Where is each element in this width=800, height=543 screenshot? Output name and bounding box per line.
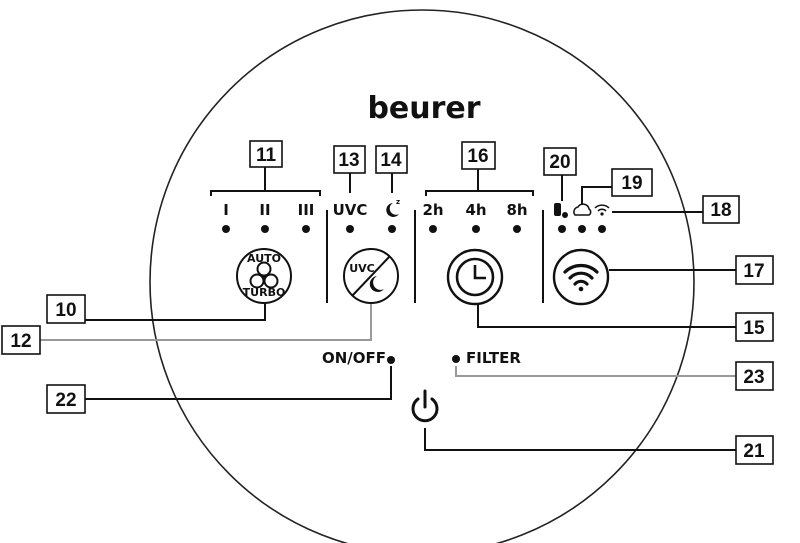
timer-label-2h: 2h xyxy=(422,201,443,219)
wifi-button[interactable] xyxy=(552,248,610,306)
uvc-divider-line xyxy=(351,255,391,297)
fan-speed-label-1: I xyxy=(223,201,229,219)
callout-17: 17 xyxy=(735,255,774,285)
on-off-label: ON/OFF xyxy=(322,349,386,367)
timer-button[interactable] xyxy=(446,248,504,306)
wifi-status-icon xyxy=(594,204,610,216)
fan-speed-1-led xyxy=(222,225,230,233)
timer-label-8h: 8h xyxy=(506,201,527,219)
power-icon xyxy=(411,397,439,423)
leader-15 xyxy=(477,305,736,328)
svg-text:15: 15 xyxy=(743,318,765,339)
callout-18: 18 xyxy=(702,195,740,224)
timer-bracket xyxy=(425,190,534,196)
fan-speed-label-3: III xyxy=(298,201,315,219)
fan-speed-3-led xyxy=(302,225,310,233)
app-led xyxy=(558,225,566,233)
indicator-dots xyxy=(222,225,606,233)
callout-10: 10 xyxy=(46,294,86,324)
brand-logo: beurer xyxy=(367,91,480,126)
uvc-night-button[interactable]: UVC xyxy=(343,248,399,304)
svg-text:13: 13 xyxy=(338,150,359,171)
leader-22 xyxy=(85,366,392,400)
fan-speed-button[interactable]: AUTO TURBO xyxy=(236,248,292,304)
leader-21 xyxy=(424,428,736,451)
callout-23: 23 xyxy=(735,361,774,391)
fan-icon xyxy=(249,261,279,289)
timer-label-4h: 4h xyxy=(465,201,486,219)
fan-speed-label-2: II xyxy=(259,201,270,219)
svg-text:19: 19 xyxy=(621,173,642,194)
callout-12: 12 xyxy=(1,325,41,355)
svg-text:14: 14 xyxy=(380,150,402,171)
fan-speed-2-led xyxy=(261,225,269,233)
callout-21: 21 xyxy=(735,435,774,465)
callout-11: 11 xyxy=(249,140,283,168)
uvc-led xyxy=(346,225,354,233)
svg-text:10: 10 xyxy=(55,300,76,321)
filter-label: FILTER xyxy=(466,349,521,367)
clock-hands xyxy=(473,265,486,280)
timer-2h-led xyxy=(429,225,437,233)
svg-text:12: 12 xyxy=(10,331,31,352)
leader-12 xyxy=(40,304,372,341)
leader-10 xyxy=(85,304,266,321)
cloud-led xyxy=(578,225,586,233)
callout-13: 13 xyxy=(333,145,366,174)
callout-19: 19 xyxy=(611,168,653,197)
callout-14: 14 xyxy=(375,145,408,174)
svg-text:23: 23 xyxy=(743,367,764,388)
callout-22: 22 xyxy=(46,384,86,414)
svg-text:11: 11 xyxy=(256,145,277,166)
leader-23 xyxy=(455,366,736,377)
filter-led xyxy=(452,355,460,363)
svg-text:18: 18 xyxy=(710,200,731,221)
panel-outline xyxy=(149,9,695,543)
uvc-label: UVC xyxy=(333,201,368,219)
power-button[interactable] xyxy=(411,389,439,423)
on-off-led xyxy=(387,356,395,364)
svg-text:22: 22 xyxy=(55,390,76,411)
svg-text:17: 17 xyxy=(743,261,764,282)
callout-15: 15 xyxy=(735,312,774,342)
app-connection-icon xyxy=(554,203,568,218)
leader-19 xyxy=(581,186,612,205)
timer-4h-led xyxy=(472,225,480,233)
fan-auto-text: AUTO xyxy=(247,252,281,265)
night-moon-icon xyxy=(369,276,384,292)
wifi-led xyxy=(598,225,606,233)
timer-8h-led xyxy=(513,225,521,233)
svg-text:21: 21 xyxy=(743,441,765,462)
uvc-button-text: UVC xyxy=(349,262,375,275)
wifi-icon xyxy=(563,264,599,292)
callout-16: 16 xyxy=(461,141,496,170)
cloud-icon xyxy=(573,203,592,216)
fan-turbo-text: TURBO xyxy=(243,286,286,299)
night-mode-icon: z xyxy=(386,198,400,217)
svg-text:16: 16 xyxy=(467,146,488,167)
svg-text:20: 20 xyxy=(549,152,570,173)
night-mode-led xyxy=(388,225,396,233)
callout-20: 20 xyxy=(543,147,577,176)
svg-text:z: z xyxy=(396,198,400,206)
